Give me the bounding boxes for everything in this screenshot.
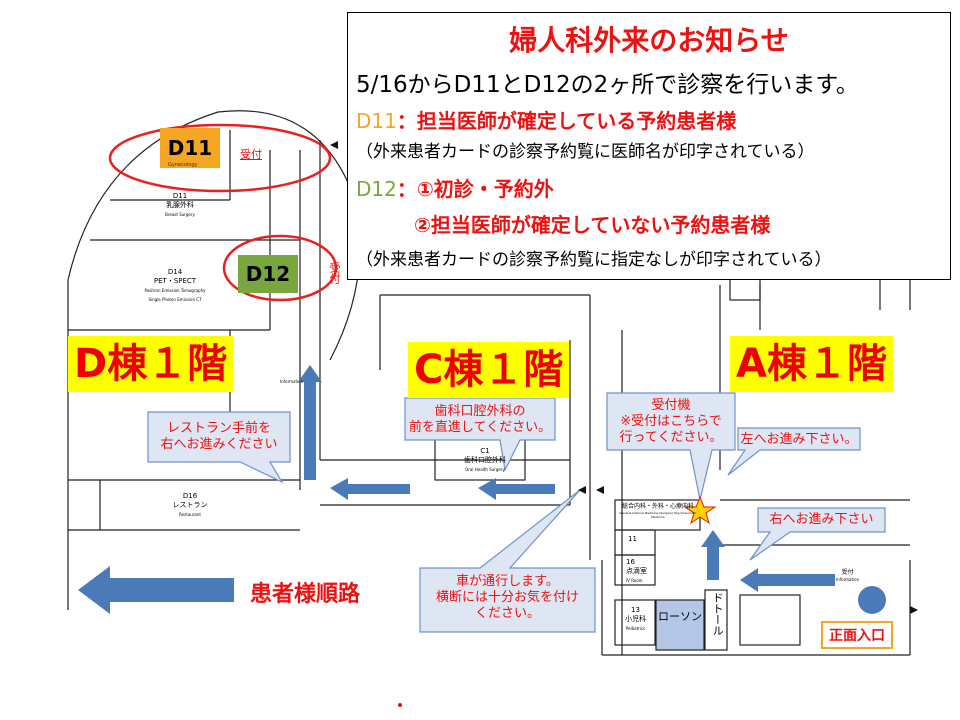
notice-title: 婦人科外来のお知らせ (509, 24, 789, 57)
doutor-room (704, 589, 728, 651)
lawson-label: ローソン (658, 610, 702, 623)
a-room-16-dept: 点滴室 (626, 567, 647, 575)
building-d-label: D棟１階 (68, 336, 234, 392)
a-reception-text: 受付 (841, 569, 854, 576)
notice-d12-note: （外来患者カードの診察予約覧に指定なしが印字されている） (356, 250, 832, 270)
route-arrow-left-1 (330, 478, 410, 500)
notice-d11-code: D11 (356, 109, 397, 133)
gynecology-notice-box: 婦人科外来のお知らせ 5/16からD11とD12の2ヶ所で診察を行います。 D1… (347, 12, 951, 280)
a-room-16 (614, 554, 656, 586)
a-reception-en: Information (836, 577, 860, 582)
d14-room-label: D14 PET・SPECT Positron Emission Tomograp… (120, 268, 230, 304)
d12-highlight-circle (222, 234, 338, 302)
c1-room-dept: 歯科口腔外科 (464, 456, 506, 464)
d11-highlight-circle (108, 123, 332, 193)
callout-right-text: 右へお進み下さい (769, 512, 874, 527)
notice-d12-text2: ②担当医師が確定していない予約患者様 (414, 213, 771, 237)
route-arrow-up-a (701, 530, 725, 580)
d14-room-code: D14 (167, 268, 183, 276)
d14-room-dept-en2: Single Photon Emission CT (148, 297, 202, 302)
a-room-16-code: 16 (626, 558, 635, 566)
d14-room-dept-en1: Positron Emission Tomography (144, 288, 206, 293)
a-room-16-en: IV Room (626, 578, 643, 583)
a-room-13-en: Pediatrics (625, 626, 646, 631)
doutor-label: ドトール (711, 592, 724, 636)
callout-car-text: 車が通行します。 横断には十分お気を付け ください。 (435, 574, 579, 621)
direction-marker-icon (596, 486, 604, 494)
d-reception-en: Information (280, 379, 304, 384)
d14-room-dept: PET・SPECT (153, 277, 197, 285)
direction-marker-icon (330, 141, 338, 149)
d11-room-label: D11 乳腺外科 Breast Surgery (150, 192, 210, 219)
main-entrance-label: 正面入口 (821, 621, 893, 649)
notice-d11-note: （外来患者カードの診察予約覧に医師名が印字されている） (356, 142, 815, 162)
lawson-shop (655, 599, 705, 651)
kiosk-star-icon (683, 495, 717, 525)
d12-badge-label: D12 (245, 262, 291, 286)
notice-d12-text1: ：①初診・予約外 (396, 177, 554, 201)
callout-restaurant (147, 411, 291, 484)
callout-car (419, 489, 596, 633)
c1-room-en: Oral Health Surgery (465, 467, 505, 472)
callout-restaurant-text: レストラン手前を 右へお進みください (160, 421, 278, 452)
a-reception-room (739, 594, 801, 646)
stray-red-dot (398, 703, 402, 707)
callout-dental-text: 歯科口腔外科の 前を直進してください。 (408, 404, 552, 435)
route-arrow-left-a (740, 568, 835, 592)
d11-reception-label: 受付 (240, 148, 262, 161)
d16-room-dept: レストラン (172, 501, 208, 509)
d11-room-dept: 乳腺外科 (166, 201, 194, 209)
callout-left-text: 左へお進み下さい。 (740, 432, 858, 447)
a-clinic-en: General Internal Medicine (Surgery) Psyc… (619, 511, 697, 519)
a-room-13 (614, 599, 656, 646)
callout-left (727, 427, 861, 476)
d11-room-dept-en: Breast Surgery (165, 212, 195, 217)
notice-line1: 5/16からD11とD12の2ヶ所で診察を行います。 (356, 72, 859, 98)
a-clinic-label: 総合内科・外科・心療内科 General Internal Medicine (… (617, 503, 699, 519)
d11-badge-sub: Gynecology (168, 162, 198, 168)
a-room-13-dept: 小児科 (625, 615, 646, 623)
callout-kiosk (606, 392, 736, 501)
legend-route-label: 患者様順路 (250, 582, 361, 607)
direction-marker-icon (910, 606, 918, 614)
direction-marker-icon (578, 486, 586, 494)
notice-d12-line1: D12：①初診・予約外 (356, 173, 554, 202)
d16-room-label: D16 レストラン Restaurant (160, 492, 220, 519)
a-reception-label: 受付 Information (836, 569, 859, 583)
route-arrow-up-d (298, 365, 322, 480)
d16-room-code: D16 (182, 492, 198, 500)
callout-right (749, 507, 886, 561)
d11-badge-label: D11 (167, 136, 213, 160)
building-a-label: A棟１階 (730, 336, 893, 392)
a-room-11-label: 11 (628, 535, 637, 543)
a-room-13-code: 13 (631, 606, 640, 614)
legend-route-arrow (78, 566, 234, 614)
a-clinic-dept: 総合内科・外科・心療内科 (621, 503, 694, 510)
c1-room-code: C1 (480, 447, 490, 455)
notice-d11-text: ：担当医師が確定している予約患者様 (396, 109, 737, 133)
a-room-16-label: 16 点滴室 IV Room (626, 558, 656, 585)
d11-room-code: D11 (172, 192, 188, 200)
building-c-label: C棟１階 (408, 342, 570, 398)
a-room-13-label: 13 小児科 Pediatrics (618, 606, 653, 633)
d12-badge: D12 (238, 255, 298, 293)
route-arrow-left-2 (478, 478, 555, 500)
d16-room-en: Restaurant (179, 512, 201, 517)
notice-d11-line: D11：担当医師が確定している予約患者様 (356, 105, 736, 134)
callout-kiosk-text: 受付機 ※受付はこちらで 行ってください。 (619, 398, 723, 445)
d11-badge: D11 (160, 128, 220, 168)
d12-reception-label: 受付 (328, 262, 341, 284)
c1-room-label: C1 歯科口腔外科 Oral Health Surgery (450, 447, 520, 474)
notice-d12-code: D12 (356, 177, 397, 201)
callout-dental (404, 397, 556, 472)
entrance-door-icon (858, 586, 886, 614)
